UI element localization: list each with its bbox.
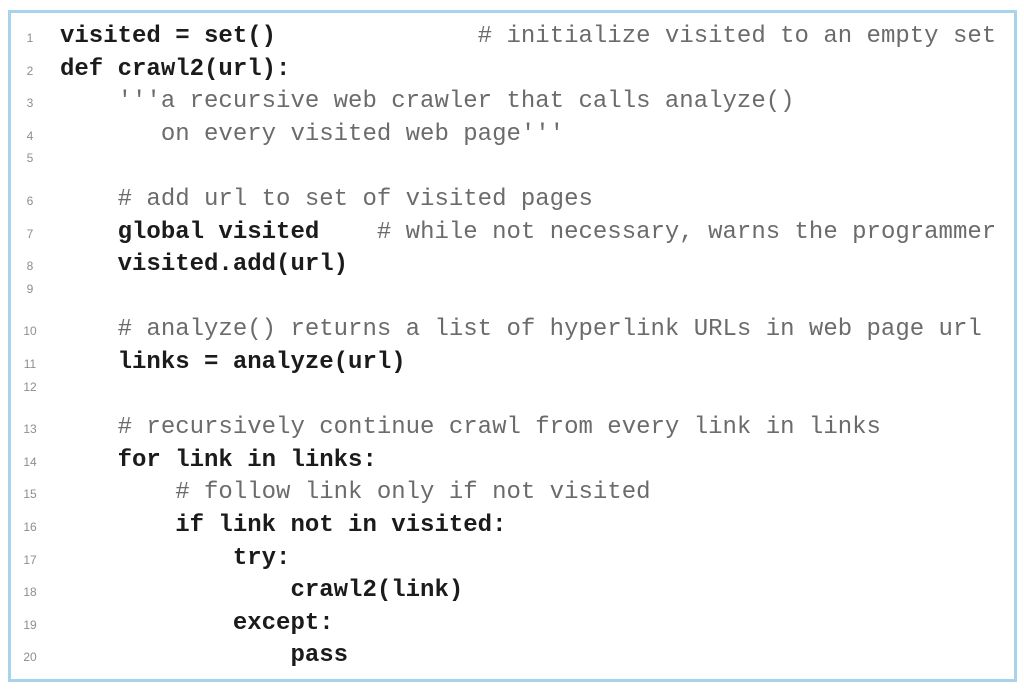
- line-number: 15: [23, 487, 37, 502]
- code-segment: def crawl2(url):: [60, 55, 291, 83]
- code-comment-segment: # analyze() returns a list of hyperlink …: [60, 316, 982, 344]
- code-segment: links = analyze(url): [60, 348, 406, 376]
- code-line-text: for link in links:: [60, 445, 377, 478]
- code-line-text: crawl2(link): [60, 575, 463, 608]
- code-line: 18 crawl2(link): [11, 575, 1014, 608]
- code-line-text: # follow link only if not visited: [60, 477, 651, 510]
- code-segment: pass: [60, 642, 349, 670]
- code-line: 10 # analyze() returns a list of hyperli…: [11, 314, 1014, 347]
- code-line: 19 except:: [11, 608, 1014, 641]
- code-comment-segment: '''a recursive web crawler that calls an…: [60, 88, 795, 116]
- code-line: 15 # follow link only if not visited: [11, 477, 1014, 510]
- line-number: 2: [26, 63, 34, 78]
- code-segment: visited.add(url): [60, 251, 349, 279]
- code-line: 12: [11, 380, 1014, 413]
- code-segment: try:: [60, 544, 291, 572]
- line-number: 5: [26, 151, 34, 166]
- code-line: 1 visited = set() # initialize visited to…: [11, 21, 1014, 54]
- code-comment-segment: # add url to set of visited pages: [60, 185, 593, 213]
- code-segment: except:: [60, 609, 334, 637]
- code-line: 9: [11, 282, 1014, 315]
- line-number: 17: [23, 552, 37, 567]
- line-number: 19: [23, 617, 37, 632]
- code-line: 3 '''a recursive web crawler that calls …: [11, 86, 1014, 119]
- code-line: 14 for link in links:: [11, 445, 1014, 478]
- code-segment: global visited: [60, 218, 320, 246]
- code-line-text: # add url to set of visited pages: [60, 184, 593, 217]
- code-line-text: pass: [60, 640, 348, 673]
- code-line-text: except:: [60, 608, 334, 641]
- code-line-text: # analyze() returns a list of hyperlink …: [60, 314, 982, 347]
- line-number: 20: [23, 650, 37, 665]
- code-line-text: visited.add(url): [60, 249, 348, 282]
- line-number: 3: [26, 96, 34, 111]
- code-line: 16 if link not in visited:: [11, 510, 1014, 543]
- line-number: 14: [23, 454, 37, 469]
- code-line-text: try:: [60, 543, 291, 576]
- code-line: 5: [11, 151, 1014, 184]
- line-number: 11: [23, 356, 37, 371]
- code-line-text: links = analyze(url): [60, 347, 406, 380]
- line-number: 9: [26, 281, 34, 296]
- line-number: 18: [23, 585, 37, 600]
- code-line-text: '''a recursive web crawler that calls an…: [60, 86, 795, 119]
- code-line: 20 pass: [11, 640, 1014, 673]
- code-comment-segment: # while not necessary, warns the program…: [319, 218, 997, 246]
- line-number: 7: [26, 226, 34, 241]
- code-line-text: visited = set() # initialize visited to …: [60, 21, 996, 54]
- code-line: 11 links = analyze(url): [11, 347, 1014, 380]
- line-number: 8: [26, 259, 34, 274]
- line-number: 4: [26, 128, 34, 143]
- line-number: 16: [23, 519, 37, 534]
- code-comment-segment: # recursively continue crawl from every …: [60, 414, 881, 442]
- code-line: 8 visited.add(url): [11, 249, 1014, 282]
- code-line-text: global visited # while not necessary, wa…: [60, 217, 997, 250]
- code-line: 7 global visited # while not necessary, …: [11, 217, 1014, 250]
- code-line: 17 try:: [11, 543, 1014, 576]
- code-segment: for link in links:: [60, 446, 377, 474]
- code-line: 13 # recursively continue crawl from eve…: [11, 412, 1014, 445]
- code-line-text: # recursively continue crawl from every …: [60, 412, 881, 445]
- code-comment-segment: # initialize visited to an empty set: [276, 23, 997, 50]
- code-line: 2 def crawl2(url):: [11, 54, 1014, 87]
- code-line: 4 on every visited web page''': [11, 119, 1014, 152]
- line-number: 12: [23, 379, 37, 394]
- code-segment: if link not in visited:: [60, 511, 507, 539]
- line-number: 6: [26, 193, 34, 208]
- code-line: 6 # add url to set of visited pages: [11, 184, 1014, 217]
- code-segment: crawl2(link): [60, 577, 464, 605]
- code-listing-frame: 1 visited = set() # initialize visited to…: [8, 10, 1017, 682]
- line-number: 13: [23, 422, 37, 437]
- line-number: 10: [23, 324, 37, 339]
- code-segment: visited = set(): [60, 23, 277, 50]
- line-number: 1: [26, 31, 34, 45]
- code-line-text: if link not in visited:: [60, 510, 506, 543]
- code-line-text: def crawl2(url):: [60, 54, 290, 87]
- code-comment-segment: on every visited web page''': [60, 120, 565, 148]
- code-line-text: on every visited web page''': [60, 119, 564, 152]
- code-listing: 1 visited = set() # initialize visited to…: [11, 13, 1014, 673]
- code-comment-segment: # follow link only if not visited: [60, 479, 651, 507]
